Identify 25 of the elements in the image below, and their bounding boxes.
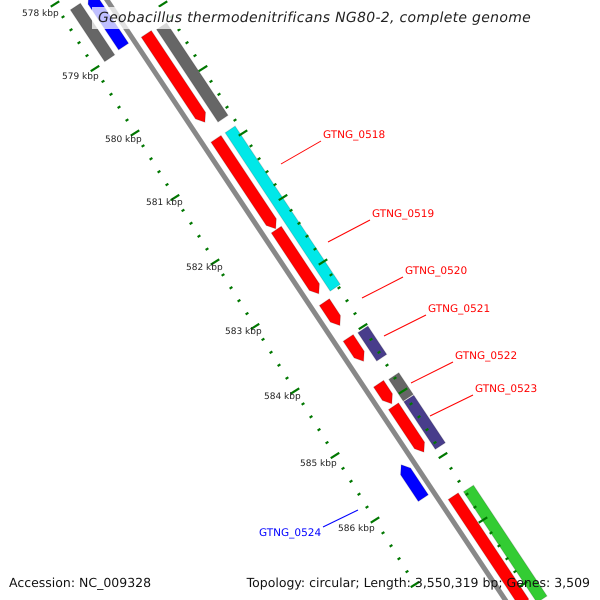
scale-label: 581 kbp	[146, 197, 183, 210]
gene-label: GTNG_0519	[372, 208, 434, 221]
leader-line	[322, 510, 358, 528]
leader-line	[430, 394, 474, 416]
scale-label: 584 kbp	[264, 391, 301, 404]
scale-label: 580 kbp	[105, 134, 142, 147]
gene-label: GTNG_0524	[259, 527, 322, 540]
scale-label: 582 kbp	[186, 262, 223, 275]
genome-info-text: Topology: circular; Length: 3,550,319 bp; Genes: 3,509	[246, 575, 590, 591]
scale-label: 579 kbp	[62, 71, 99, 84]
accession-text: Accession: NC_009328	[9, 575, 152, 591]
leader-line	[362, 276, 404, 298]
gene-label: GTNG_0523	[475, 383, 538, 396]
leader-line	[384, 314, 426, 336]
gene-label: GTNG_0521	[428, 303, 490, 316]
scale-label: 583 kbp	[225, 326, 262, 339]
scale-label: 585 kbp	[300, 458, 337, 471]
scale-label: 586 kbp	[338, 523, 375, 536]
leader-line	[328, 220, 370, 242]
gene-label: GTNG_0522	[455, 350, 518, 363]
gene-label: GTNG_0518	[323, 129, 386, 142]
leader-line	[410, 362, 454, 384]
gene-label: GTNG_0520	[405, 265, 468, 278]
leader-line	[280, 140, 322, 164]
scale-label: 578 kbp	[22, 8, 59, 21]
